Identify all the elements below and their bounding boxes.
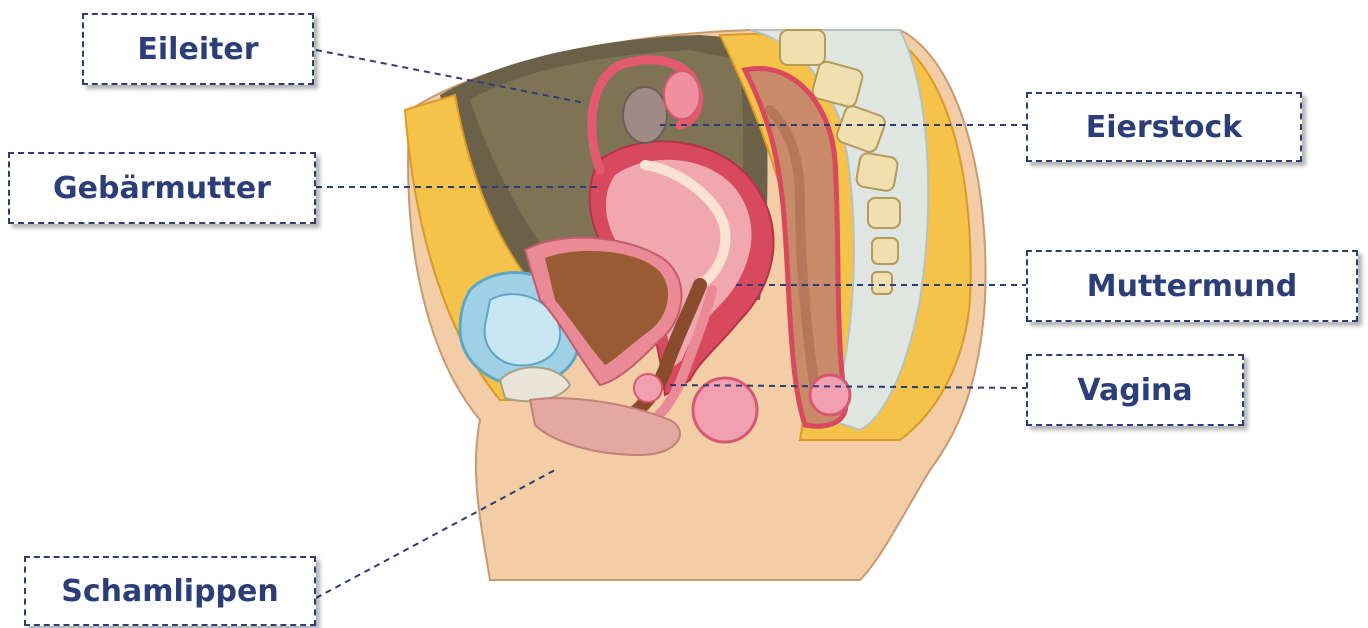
vertebra-6 <box>872 238 898 264</box>
nodule-3 <box>634 374 662 402</box>
label-eileiter: Eileiter <box>82 13 314 85</box>
nodule-2 <box>810 375 850 415</box>
label-muttermund-text: Muttermund <box>1087 269 1297 304</box>
label-eierstock: Eierstock <box>1026 92 1302 162</box>
vertebra-7 <box>872 272 892 294</box>
vertebra-4 <box>855 152 898 192</box>
label-gebaermutter-text: Gebärmutter <box>53 171 271 206</box>
label-eierstock-text: Eierstock <box>1086 110 1242 145</box>
label-schamlippen: Schamlippen <box>24 556 316 626</box>
label-vagina: Vagina <box>1026 354 1244 426</box>
label-schamlippen-text: Schamlippen <box>61 574 278 609</box>
label-vagina-text: Vagina <box>1077 373 1192 408</box>
label-eileiter-text: Eileiter <box>137 32 258 67</box>
fimbriae <box>664 71 700 119</box>
ovary <box>623 87 667 143</box>
vertebra-1 <box>780 30 825 65</box>
label-muttermund: Muttermund <box>1026 250 1358 322</box>
vertebra-5 <box>868 198 900 228</box>
label-gebaermutter: Gebärmutter <box>8 152 316 224</box>
nodule-1 <box>693 378 757 442</box>
